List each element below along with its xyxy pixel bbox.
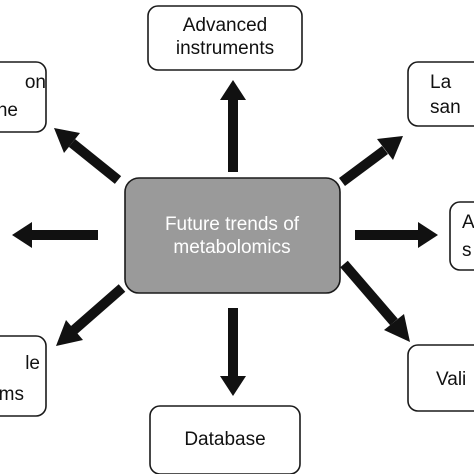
arrow-up-left	[54, 128, 122, 184]
center-node-label-line-1: Future trends of	[165, 214, 300, 235]
node-bottom-right-label-line-1: Vali	[436, 369, 466, 390]
node-top-left-label-line-2: ne	[0, 100, 18, 121]
arrow-right	[355, 222, 438, 248]
arrow-up-left-shaft	[68, 139, 122, 184]
node-top-right: La san	[407, 61, 474, 127]
arrow-down-right-head	[384, 314, 410, 342]
node-bottom-right-box	[407, 344, 474, 412]
node-advanced-instruments-label-line-2: instruments	[176, 38, 274, 59]
arrow-down-left	[56, 284, 126, 346]
arrow-up-head	[220, 80, 246, 100]
arrow-down-right	[340, 260, 410, 342]
node-database-label: Database	[184, 429, 265, 450]
node-advanced-instruments-box	[147, 5, 303, 71]
center-node: Future trends of metabolomics	[124, 177, 341, 294]
node-right-label-line-2: s	[462, 240, 472, 261]
arrow-left-head	[12, 222, 32, 248]
node-top-right-label-line-2: san	[430, 97, 461, 118]
node-right-box	[449, 201, 474, 271]
node-top-right-box	[407, 61, 474, 127]
arrow-up-right-shaft	[339, 145, 388, 187]
node-bottom-left-box	[0, 335, 47, 417]
node-bottom-left-label-line-1: le	[25, 353, 40, 374]
node-right-label-line-1: A	[462, 212, 474, 233]
node-top-right-label-line-1: La	[430, 72, 452, 93]
arrow-left	[12, 222, 98, 248]
node-bottom-left-label-line-2: ms	[0, 384, 24, 405]
arrow-up	[220, 80, 246, 172]
arrow-down	[220, 308, 246, 396]
arrow-down-left-shaft	[70, 284, 126, 334]
center-node-box	[124, 177, 341, 294]
node-bottom-right: Vali	[407, 344, 474, 412]
node-bottom-left: le ms	[0, 335, 47, 417]
arrow-up-right-head	[377, 136, 403, 160]
arrow-right-head	[418, 222, 438, 248]
arrow-up-right	[339, 136, 403, 187]
center-node-label-line-2: metabolomics	[173, 237, 290, 258]
node-top-left-box	[0, 61, 47, 133]
node-top-left: on ne	[0, 61, 47, 133]
node-top-left-label-line-1: on	[25, 72, 46, 93]
node-advanced-instruments-label-line-1: Advanced	[183, 15, 268, 36]
arrow-down-right-shaft	[340, 260, 398, 326]
arrow-down-left-head	[56, 320, 83, 346]
node-database: Database	[149, 405, 301, 474]
arrow-up-left-head	[54, 128, 80, 153]
node-right: A s	[449, 201, 474, 271]
node-advanced-instruments: Advanced instruments	[147, 5, 303, 71]
node-database-box	[149, 405, 301, 474]
arrow-down-head	[220, 376, 246, 396]
